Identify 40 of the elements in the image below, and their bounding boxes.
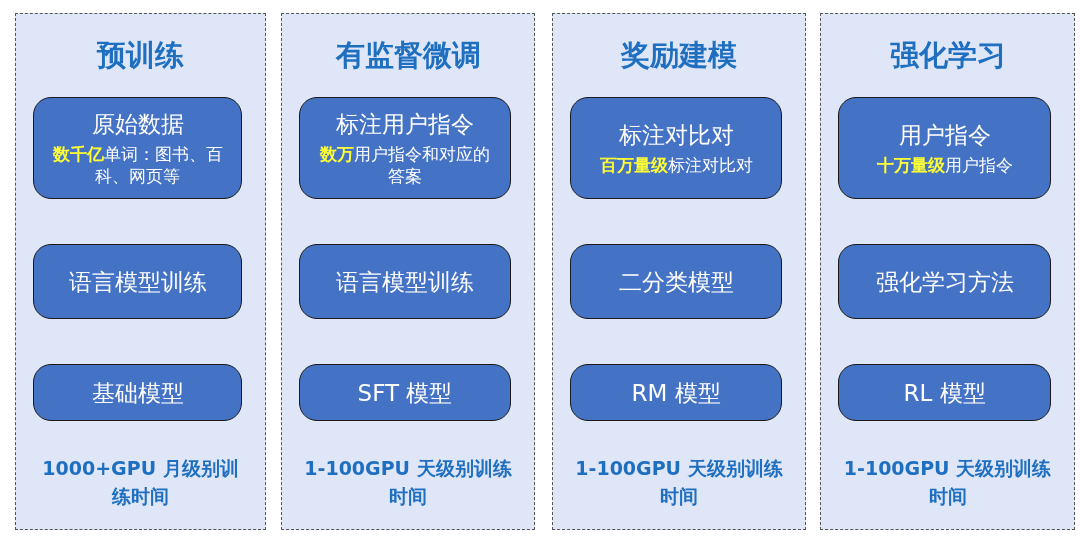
step-box [299, 97, 511, 199]
step-box [33, 244, 242, 319]
step-title: 标注用户指令 [336, 110, 474, 139]
step-box [570, 364, 782, 421]
step-title: 二分类模型 [618, 267, 734, 297]
step-box [838, 97, 1051, 199]
step-box [838, 244, 1051, 319]
step-title: RL 模型 [903, 378, 986, 408]
step-title: SFT 模型 [357, 378, 453, 408]
stage-panel [820, 13, 1075, 530]
step-box [838, 364, 1051, 421]
step-detail: 十万量级用户指令 [875, 154, 1014, 176]
stage-panel [15, 13, 266, 530]
stage-title: 奖励建模 [619, 37, 738, 74]
step-title: 标注对比对 [618, 121, 734, 150]
step-detail: 百万量级标注对比对 [598, 154, 754, 176]
step-box [33, 97, 242, 199]
step-box [570, 97, 782, 199]
step-title: 强化学习方法 [875, 267, 1014, 297]
step-title: RM 模型 [631, 378, 721, 408]
resource-note: 1-100GPU 天级别训练时间 [303, 456, 513, 509]
resource-note: 1000+GPU 月级别训练时间 [41, 456, 240, 509]
step-title: 用户指令 [898, 121, 991, 150]
stage-title: 强化学习 [888, 37, 1007, 74]
stage-panel [281, 13, 535, 530]
resource-note: 1-100GPU 天级别训练时间 [842, 456, 1053, 509]
step-title: 基础模型 [91, 378, 184, 408]
step-box [299, 244, 511, 319]
step-detail: 数万用户指令和对应的答案 [319, 143, 491, 187]
step-box [570, 244, 782, 319]
step-detail: 数千亿单词：图书、百科、网页等 [51, 143, 224, 187]
step-title: 语言模型训练 [68, 267, 207, 297]
step-box [299, 364, 511, 421]
step-title: 语言模型训练 [336, 267, 474, 297]
stage-title: 预训练 [95, 37, 185, 74]
step-box [33, 364, 242, 421]
step-title: 原始数据 [91, 110, 184, 139]
resource-note: 1-100GPU 天级别训练时间 [574, 456, 784, 509]
stage-panel [552, 13, 806, 530]
stage-title: 有监督微调 [334, 37, 482, 74]
